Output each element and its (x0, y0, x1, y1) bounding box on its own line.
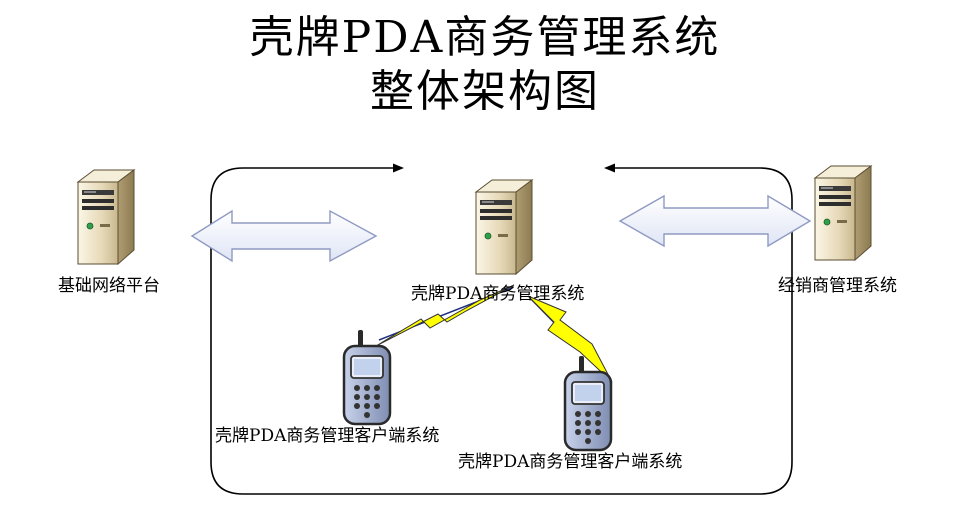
server-icon-base-platform (77, 169, 135, 265)
label-base-platform: 基础网络平台 (58, 276, 160, 296)
diagram-title-line2: 整体架构图 (370, 66, 600, 117)
lightning-right (527, 295, 613, 383)
system-boundary (210, 167, 793, 495)
server-icon-dealer-system (814, 165, 872, 261)
label-dealer-system: 经销商管理系统 (778, 276, 897, 296)
boundary-arrowhead-left (393, 163, 404, 173)
label-client-left: 壳牌PDA商务管理客户端系统 (215, 426, 440, 446)
double-arrow-left (190, 209, 378, 263)
lightning-left (375, 284, 515, 347)
label-core-system: 壳牌PDA商务管理系统 (411, 284, 585, 304)
label-client-right: 壳牌PDA商务管理客户端系统 (458, 452, 683, 472)
diagram-title-line1: 壳牌PDA商务管理系统 (249, 12, 721, 63)
server-icon-core-system (475, 179, 533, 275)
mobile-phone-icon-left (342, 328, 392, 426)
boundary-arrowhead-right (604, 163, 615, 173)
double-arrow-right (618, 194, 812, 248)
